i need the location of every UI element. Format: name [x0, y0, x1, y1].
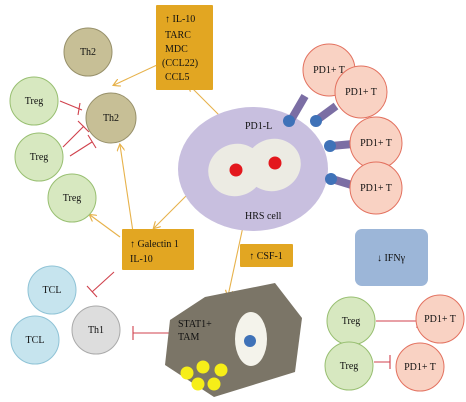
pd1-t-cell: PD1+ T [349, 116, 403, 170]
th2-label: Th2 [80, 47, 96, 58]
il10-box-line: (CCL22) [162, 58, 198, 69]
pd1-ligand-dot [324, 140, 336, 152]
galectin-box-line: IL-10 [130, 254, 153, 265]
th2-label: Th2 [103, 113, 119, 124]
tcl-cell: TCL [27, 265, 77, 315]
ifn-gamma-box: ↓ IFNγ [355, 229, 428, 286]
th2-cell-top: Th2 [63, 27, 113, 77]
tam-granule [180, 366, 194, 380]
galectin-box-line: ↑ Galectin 1 [130, 239, 179, 250]
pd1-ligand-connectors [283, 93, 357, 190]
orange-arrows [90, 64, 245, 296]
arrow-hrs-to-tam [228, 221, 245, 296]
treg-label: Treg [342, 316, 361, 327]
inhibit-treg2-th2 [62, 120, 90, 148]
inhibit-galectin-tcl [86, 271, 115, 298]
tcl-label: TCL [43, 285, 62, 296]
csf1-label: ↑ CSF-1 [249, 251, 283, 262]
tcl-label: TCL [26, 335, 45, 346]
treg-label: Treg [63, 193, 82, 204]
inhibit-treg1-th2 [59, 100, 83, 116]
hrs-nucleolus-right [268, 156, 282, 170]
treg-label: Treg [340, 361, 359, 372]
arrow-hrs-to-il10-box [189, 85, 223, 119]
tam-granule [191, 377, 205, 391]
pd1-t-cell-bottom: PD1+ T [395, 342, 445, 392]
inhibit-treg-pd1-br1 [376, 314, 418, 328]
arrow-hrs-to-galectin-box [154, 195, 187, 228]
il10-cytokine-box: ↑ IL-10 TARC MDC (CCL22) CCL5 [156, 5, 213, 90]
tam-granule [196, 360, 210, 374]
tam-granule [214, 363, 228, 377]
tam-label-line1: STAT1+ [178, 319, 212, 330]
th1-label: Th1 [88, 325, 104, 336]
tcl-cell: TCL [10, 315, 60, 365]
pd1-ligand-dot [325, 173, 337, 185]
pd1-t-label: PD1+ T [404, 362, 436, 373]
tam-granule [207, 377, 221, 391]
hrs-cell: PD1-L HRS cell [178, 107, 328, 231]
pd1-t-cell: PD1+ T [334, 65, 388, 119]
treg-label: Treg [30, 152, 49, 163]
tam-nucleus-dot [244, 335, 256, 347]
hrs-cell-label: HRS cell [245, 211, 282, 222]
il10-box-line: MDC [165, 44, 188, 55]
hrs-nucleolus-left [229, 163, 243, 177]
inhibit-treg2-th2-b [69, 134, 97, 157]
th1-cell: Th1 [71, 305, 121, 355]
treg-label: Treg [25, 96, 44, 107]
th2-cell-mid: Th2 [85, 92, 137, 144]
ifn-gamma-label: ↓ IFNγ [377, 253, 406, 264]
treg-cell-bottom: Treg [324, 341, 374, 391]
treg-cell: Treg [14, 132, 64, 182]
pd1-t-label: PD1+ T [360, 183, 392, 194]
treg-cell-bottom: Treg [326, 296, 376, 346]
treg-cell: Treg [9, 76, 59, 126]
pd1-t-label: PD1+ T [345, 87, 377, 98]
pdl-label: PD1-L [245, 121, 272, 132]
il10-box-line: CCL5 [165, 72, 189, 83]
inhibit-treg-pd1-br2 [374, 355, 391, 369]
galectin-box: ↑ Galectin 1 IL-10 [122, 229, 194, 270]
csf1-box: ↑ CSF-1 [240, 244, 293, 267]
treg-cell: Treg [47, 173, 97, 223]
il10-box-line: ↑ IL-10 [165, 14, 195, 25]
pd1-t-label: PD1+ T [313, 65, 345, 76]
arrow-galectin-to-treg-3 [90, 215, 121, 238]
arrow-galectin-to-th2-mid [120, 145, 134, 233]
tam-label-line2: TAM [178, 332, 200, 343]
tam-cell: STAT1+ TAM [165, 283, 302, 397]
pd1-t-label: PD1+ T [424, 314, 456, 325]
arrow-il10-box-to-th2-top [114, 64, 158, 85]
pd1-t-label: PD1+ T [360, 138, 392, 149]
inhibit-tam-th1 [132, 326, 170, 340]
il10-box-line: TARC [165, 30, 191, 41]
pd1-ligand-dot [283, 115, 295, 127]
pd1-ligand-dot [310, 115, 322, 127]
pd1-t-cell-bottom: PD1+ T [415, 294, 465, 344]
pd1-t-cell: PD1+ T [349, 161, 403, 215]
